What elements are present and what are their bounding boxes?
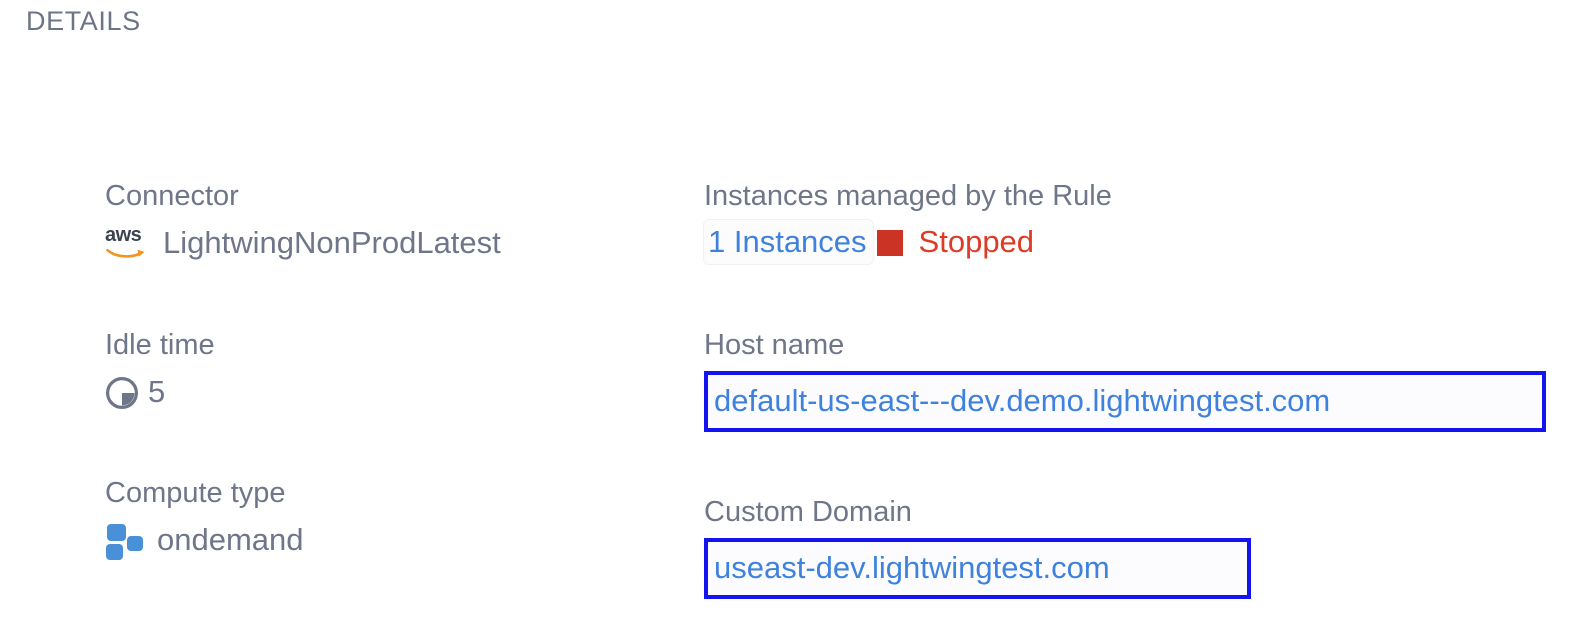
- instances-value-row: 1 Instances Stopped: [704, 220, 1584, 264]
- compute-type-label: Compute type: [105, 477, 286, 509]
- aws-swoosh-icon: [106, 248, 145, 258]
- compute-type-value-row: ondemand: [105, 519, 685, 561]
- field-connector: Connector aws LightwingNonProdLatest: [105, 178, 685, 264]
- compute-type-value: ondemand: [157, 522, 304, 557]
- field-custom-domain: Custom Domain useast-dev.lightwingtest.c…: [704, 494, 1584, 599]
- host-name-link[interactable]: default-us-east---dev.demo.lightwingtest…: [714, 383, 1331, 418]
- aws-logo-icon: aws: [105, 224, 151, 264]
- custom-domain-label: Custom Domain: [704, 496, 912, 528]
- details-right-column: Instances managed by the Rule 1 Instance…: [704, 178, 1584, 599]
- aws-wordmark: aws: [105, 224, 142, 246]
- idle-time-value-row: 5: [105, 371, 685, 413]
- field-instances: Instances managed by the Rule 1 Instance…: [704, 178, 1584, 264]
- idle-time-label: Idle time: [105, 329, 215, 361]
- field-compute-type: Compute type ondemand: [105, 475, 685, 561]
- instances-count-link[interactable]: 1 Instances: [704, 220, 873, 264]
- compute-blocks-icon: [105, 524, 145, 560]
- connector-label: Connector: [105, 180, 239, 212]
- page-title: DETAILS: [26, 6, 141, 36]
- field-idle-time: Idle time 5: [105, 327, 685, 413]
- status-badge: Stopped: [918, 224, 1035, 259]
- details-left-column: Connector aws LightwingNonProdLatest Idl…: [105, 178, 685, 561]
- idle-time-value: 5: [148, 374, 166, 409]
- connector-value-row: aws LightwingNonProdLatest: [105, 222, 685, 264]
- connector-name: LightwingNonProdLatest: [163, 225, 501, 260]
- stopped-square-icon: [876, 230, 903, 256]
- field-host-name: Host name default-us-east---dev.demo.lig…: [704, 327, 1584, 432]
- custom-domain-highlight-box[interactable]: useast-dev.lightwingtest.com: [704, 538, 1251, 599]
- instances-label: Instances managed by the Rule: [704, 180, 1112, 212]
- host-name-highlight-box[interactable]: default-us-east---dev.demo.lightwingtest…: [704, 371, 1546, 432]
- clock-icon: [106, 377, 138, 409]
- host-name-label: Host name: [704, 329, 845, 361]
- custom-domain-link[interactable]: useast-dev.lightwingtest.com: [714, 550, 1110, 585]
